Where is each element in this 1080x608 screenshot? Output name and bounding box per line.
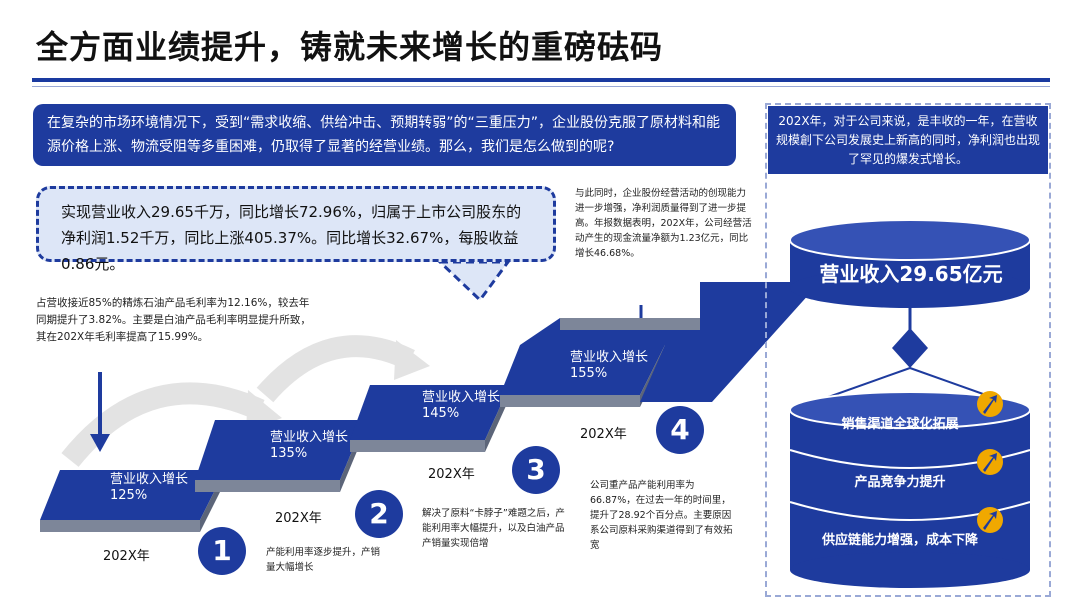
year-label-3: 202X年	[428, 467, 475, 482]
down-arrow-1	[90, 434, 110, 452]
callout-tail	[436, 260, 511, 303]
curve-arrow-1	[61, 382, 265, 467]
step-number-2: 2	[355, 490, 403, 538]
step-number-4: 4	[656, 406, 704, 454]
note-gross-margin: 占营收接近85%的精炼石油产品毛利率为12.16%，较去年同期提升了3.82%。…	[36, 297, 311, 343]
year-label-2: 202X年	[275, 511, 322, 526]
growth-arrow	[520, 282, 820, 402]
curve-arrow-2	[256, 335, 415, 403]
step-number-1: 1	[198, 527, 246, 575]
note-step4: 公司重产品产能利用率为66.87%，在过去一年的时间里，提升了28.92个百分点…	[590, 480, 733, 551]
intro-box: 在复杂的市场环境情况下，受到“需求收缩、供给冲击、预期转弱”的“三重压力”，企业…	[33, 104, 736, 166]
year-label-4: 202X年	[580, 427, 627, 442]
arrow-icon	[977, 391, 1003, 417]
tier-label-2: 产品竞争力提升	[854, 475, 946, 490]
revenue-label: 营业收入29.65亿元	[819, 262, 1003, 286]
note-step2: 产能利用率逐步提升，产销量大幅增长	[266, 547, 381, 573]
arrow-icon	[977, 449, 1003, 475]
panel-header: 202X年，对于公司来说，是丰收的一年，在营收规模創下公司发展史上新高的同时，净…	[768, 106, 1048, 174]
title-underline-thin	[32, 86, 1050, 87]
step-number-3: 3	[512, 446, 560, 494]
tier-label-3: 供应链能力增强，成本下降	[821, 533, 978, 548]
note-cashflow: 与此同时，企业股份经营活动的创现能力进一步增强，净利润质量得到了进一步提高。年报…	[575, 188, 752, 259]
note-step3: 解决了原料“卡脖子”难题之后，产能利用率大幅提升，以及白油产品产销量实现倍增	[422, 508, 565, 549]
highlight-callout: 实现营业收入29.65千万，同比增长72.96%，归属于上市公司股东的净利润1.…	[36, 186, 556, 273]
diamond-node	[892, 328, 928, 368]
tier-label-1: 销售渠道全球化拓展	[841, 417, 959, 432]
title-underline	[32, 78, 1050, 82]
summary-panel	[765, 103, 1051, 597]
page-title: 全方面业绩提升，铸就未来增长的重磅砝码	[36, 28, 664, 66]
arrow-icon	[977, 507, 1003, 533]
year-label-1: 202X年	[103, 549, 150, 564]
